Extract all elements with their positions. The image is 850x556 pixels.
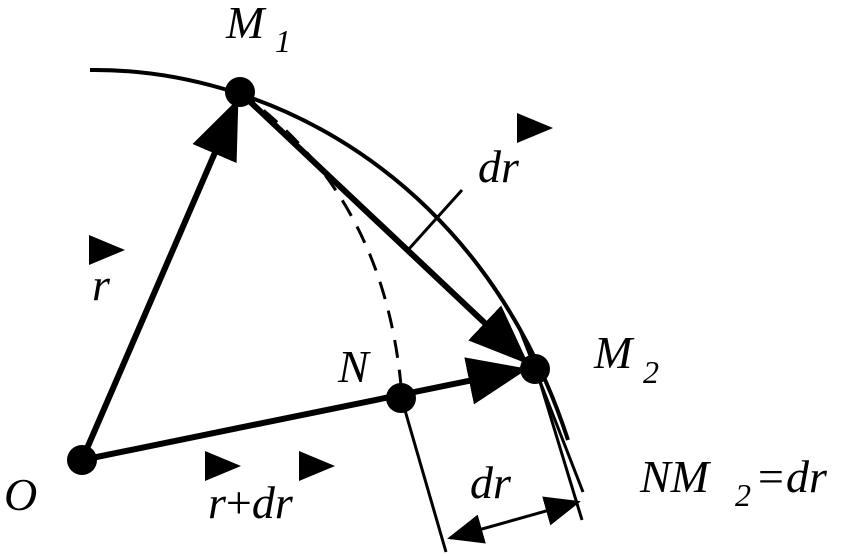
extension-line-m2	[535, 371, 584, 521]
point-o	[67, 445, 97, 475]
point-m2	[520, 354, 550, 384]
label-vector-dr: dr	[478, 141, 520, 192]
extension-line-n	[400, 399, 448, 553]
trajectory-curve	[89, 67, 570, 441]
vector-r	[79, 98, 239, 462]
label-dr-scalar: dr	[470, 457, 512, 508]
label-sum-dr: dr	[252, 477, 294, 528]
equation-subscript: 2	[735, 477, 751, 513]
point-m1	[225, 77, 255, 107]
vector-r-plus-dr	[81, 357, 528, 463]
label-sum-plus: +	[226, 477, 252, 528]
equation-left: NM	[639, 451, 712, 502]
label-m2: M	[593, 327, 635, 378]
label-origin: O	[4, 469, 37, 520]
dashed-arc	[239, 90, 404, 398]
label-sum-r: r	[208, 477, 227, 528]
label-m1-subscript: 1	[275, 23, 291, 59]
label-n: N	[337, 341, 371, 392]
point-n	[386, 383, 416, 413]
label-m2-subscript: 2	[643, 354, 659, 390]
tangent-line-m2	[518, 329, 585, 493]
dr-dimension-arrow	[447, 496, 581, 544]
label-sum: r+dr	[208, 477, 294, 528]
vector-dr	[240, 92, 529, 365]
label-vector-r: r	[92, 259, 111, 310]
dr-leader-line	[406, 188, 464, 252]
label-m1: M	[225, 0, 267, 48]
equation-right: =dr	[755, 451, 828, 502]
